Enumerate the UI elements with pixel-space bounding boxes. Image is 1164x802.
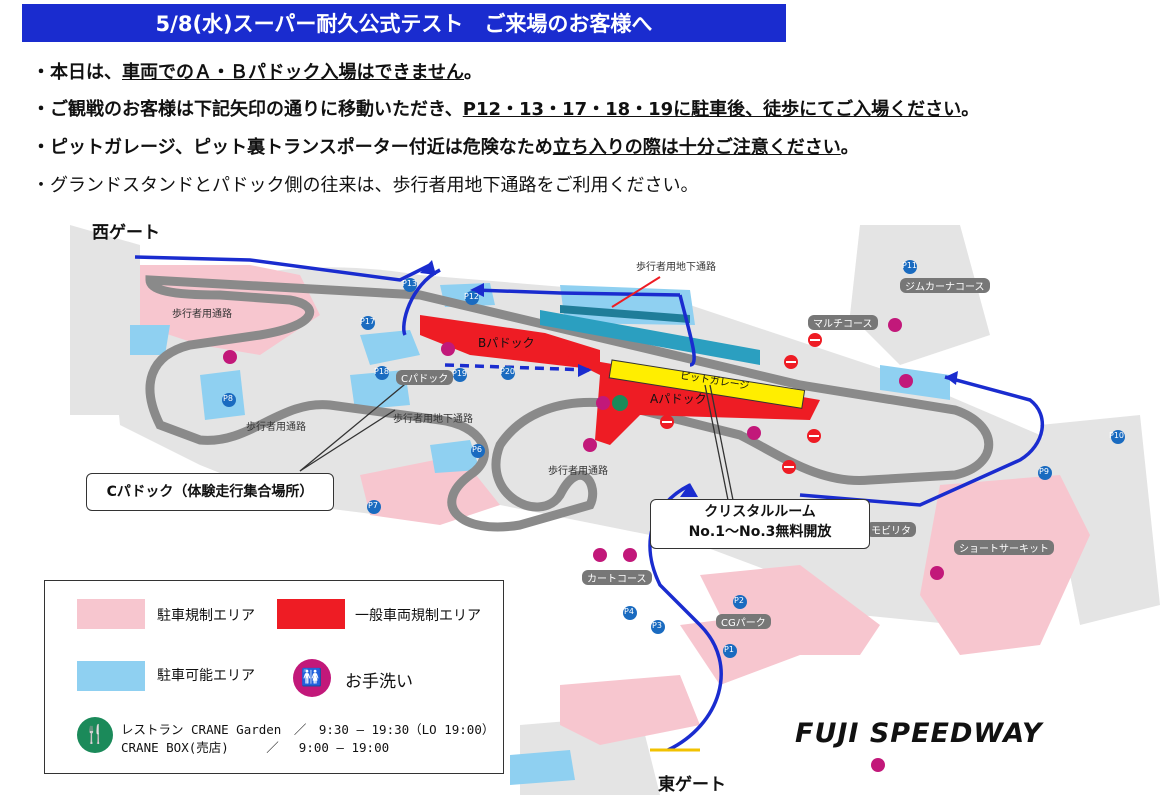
parking-p6 (471, 444, 485, 458)
legend-restroom: お手洗い (345, 672, 413, 692)
parking-p8 (222, 393, 236, 407)
cart-course-badge: カートコース (582, 570, 652, 585)
west-gate-label: 西ゲート (92, 223, 160, 243)
parking-p4 (623, 606, 637, 620)
underpass-label: 歩行者用地下通路 (393, 414, 473, 425)
parking-label: P19 (452, 369, 468, 378)
restroom-markers (223, 318, 944, 772)
parking-p1 (723, 644, 737, 658)
short-circuit-badge: ショートサーキット (954, 540, 1054, 555)
east-gate-label: 東ゲート (658, 775, 726, 795)
underpass-label: 歩行者用地下通路 (636, 262, 716, 273)
legend-swatch-vehicle-restricted (277, 599, 345, 629)
parking-label: P8 (223, 394, 233, 403)
walkway-label: 歩行者用通路 (172, 309, 232, 320)
c-paddock-badge: Cパドック (396, 370, 454, 385)
a-paddock-label: Aパドック (650, 392, 707, 406)
multi-course-badge: マルチコース (808, 315, 878, 330)
restaurant-marker (612, 395, 628, 411)
parking-label: P20 (500, 367, 516, 376)
parking-p9 (1038, 466, 1052, 480)
no-entry-markers (660, 333, 822, 474)
parking-label: P13 (402, 279, 418, 288)
parking-label: P6 (472, 445, 482, 454)
c-paddock-callout: Cパドック（体験走行集合場所） (86, 473, 334, 511)
pit-garage-area (608, 359, 806, 409)
walkway-label: 歩行者用通路 (246, 422, 306, 433)
parking-p12 (465, 291, 479, 305)
parking-p17 (361, 316, 375, 330)
callout-leaders (299, 379, 736, 511)
restroom-icon: 🚻 (293, 659, 331, 697)
notice-4: ・グランドスタンドとパドック側の往来は、歩行者用地下通路をご利用ください。 (32, 175, 699, 196)
parking-label: P4 (624, 607, 634, 616)
parking-label: P7 (368, 501, 378, 510)
parking-p20 (501, 366, 515, 380)
parking-p13 (403, 278, 417, 292)
grandstand (540, 305, 760, 365)
route-arrowheads (420, 260, 958, 497)
page-title: 5/8(水)スーパー耐久公式テスト ご来場のお客様へ (22, 4, 786, 42)
legend-restaurant: レストラン CRANE Garden ／ 9:30 – 19:30（LO 19:… (121, 722, 495, 737)
legend-vehicle-restricted: 一般車両規制エリア (355, 608, 481, 624)
cg-park-badge: CGパーク (716, 614, 771, 629)
no-parking-areas (140, 265, 1090, 745)
parking-label: P3 (652, 621, 662, 630)
parking-p19 (453, 368, 467, 382)
walkway-label: 歩行者用通路 (548, 466, 608, 477)
notice-1: ・本日は、車両でのＡ・Ｂパドック入場はできません。 (32, 62, 482, 83)
gymkhana-badge: ジムカーナコース (900, 278, 990, 293)
parking-label: P9 (1039, 467, 1049, 476)
fuji-speedway-logo: FUJI SPEEDWAY (795, 718, 1043, 749)
map-legend: 駐車規制エリア 一般車両規制エリア 駐車可能エリア 🚻 お手洗い 🍴 レストラン… (44, 580, 504, 774)
parking-label: P18 (374, 367, 390, 376)
parking-p3 (651, 620, 665, 634)
legend-parking-ok: 駐車可能エリア (157, 668, 255, 684)
parking-label: P10 (1109, 431, 1125, 440)
parking-label: P12 (464, 292, 480, 301)
mobility-badge: モビリタ (866, 522, 916, 537)
legend-shop: CRANE BOX(売店) ／ 9:00 – 19:00 (121, 740, 390, 755)
notice-2: ・ご観戦のお客様は下記矢印の通りに移動いただき、P12・13・17・18・19に… (32, 99, 980, 120)
notice-3: ・ピットガレージ、ピット裏トランスポーター付近は危険なため立ち入りの際は十分ご注… (32, 137, 859, 158)
restaurant-icon: 🍴 (77, 717, 113, 753)
parking-markers (222, 260, 1125, 658)
parking-p11 (903, 260, 917, 274)
legend-swatch-parking-ok (77, 661, 145, 691)
parking-label: P1 (724, 645, 734, 654)
legend-swatch-no-parking (77, 599, 145, 629)
parking-p18 (375, 366, 389, 380)
crystal-room-detail: No.1～No.3無料開放 (688, 524, 832, 540)
legend-no-parking: 駐車規制エリア (157, 608, 255, 624)
underpass-pointer (611, 276, 661, 308)
parking-label: P17 (360, 317, 376, 326)
b-paddock-label: Bパドック (478, 336, 535, 350)
parking-p10 (1111, 430, 1125, 444)
crystal-room-callout: クリスタルルーム No.1～No.3無料開放 (650, 499, 870, 549)
parking-label: P2 (734, 596, 744, 605)
parking-p2 (733, 595, 747, 609)
parking-p7 (367, 500, 381, 514)
parking-label: P11 (902, 261, 918, 270)
crystal-room-title: クリスタルルーム (704, 504, 816, 520)
